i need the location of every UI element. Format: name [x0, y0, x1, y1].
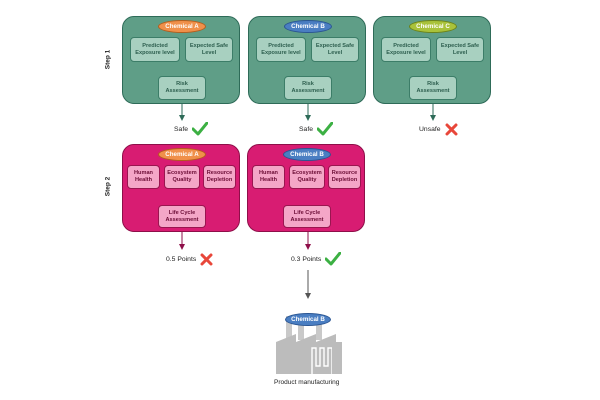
product-manufacturing-caption: Product manufacturing	[274, 379, 340, 386]
result-chemical-a-step1: Safe	[174, 122, 208, 136]
chemical-b-oval: Chemical B	[283, 148, 331, 161]
result-label: 0.3 Points	[291, 255, 322, 263]
result-chemical-a-step2: 0.5 Points	[166, 253, 213, 266]
resource-depletion-box: Resource Depletion	[203, 165, 236, 189]
chemical-c-oval: Chemical C	[409, 20, 457, 33]
check-icon	[325, 252, 342, 266]
cross-icon	[445, 123, 458, 136]
human-health-box: Human Health	[252, 165, 285, 189]
chemical-a-oval: Chemical A	[158, 148, 206, 161]
result-label: Safe	[299, 125, 313, 133]
cross-icon	[200, 253, 213, 266]
predicted-exposure-box: Predicted Exposure level	[130, 37, 180, 62]
predicted-exposure-box: Predicted Exposure level	[256, 37, 306, 62]
human-health-box: Human Health	[127, 165, 160, 189]
ecosystem-quality-box: Ecosystem Quality	[289, 165, 325, 189]
expected-safe-level-box: Expected Safe Level	[436, 37, 484, 62]
result-chemical-c-step1: Unsafe	[419, 123, 458, 136]
life-cycle-assessment-box: Life Cycle Assessment	[158, 205, 206, 228]
life-cycle-assessment-box: Life Cycle Assessment	[283, 205, 331, 228]
risk-assessment-box: Risk Assessment	[409, 76, 457, 100]
risk-assessment-box: Risk Assessment	[158, 76, 206, 100]
predicted-exposure-box: Predicted Exposure level	[381, 37, 431, 62]
expected-safe-level-box: Expected Safe Level	[311, 37, 359, 62]
risk-assessment-box: Risk Assessment	[284, 76, 332, 100]
check-icon	[316, 122, 333, 136]
step-2-label: Step 2	[104, 176, 112, 197]
result-label: Unsafe	[419, 126, 441, 133]
result-chemical-b-step2: 0.3 Points	[291, 252, 342, 266]
result-chemical-b-step1: Safe	[299, 122, 333, 136]
resource-depletion-box: Resource Depletion	[328, 165, 361, 189]
result-label: Safe	[174, 125, 188, 133]
chemical-b-oval: Chemical B	[285, 313, 331, 326]
expected-safe-level-box: Expected Safe Level	[185, 37, 233, 62]
result-label: 0.5 Points	[166, 256, 197, 263]
chemical-b-oval: Chemical B	[284, 20, 332, 33]
ecosystem-quality-box: Ecosystem Quality	[164, 165, 200, 189]
factory-icon	[276, 316, 342, 374]
chemical-a-oval: Chemical A	[158, 20, 206, 33]
check-icon	[191, 122, 208, 136]
step-1-label: Step 1	[104, 49, 112, 70]
